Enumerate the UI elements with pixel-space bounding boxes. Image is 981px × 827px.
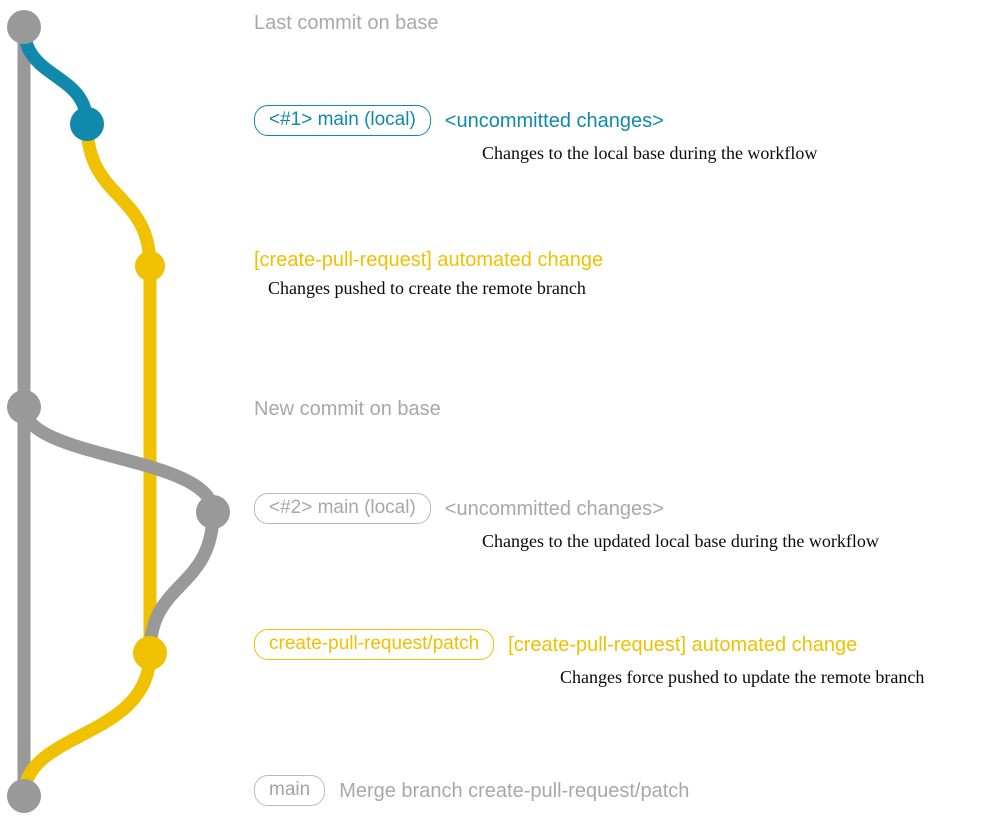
commit-description-commit-3: Changes to the updated local base during…: [482, 531, 879, 551]
commit-node-remote-1[interactable]: [135, 251, 165, 281]
commit-row-headline-line: <#2> main (local) <uncommitted changes>: [254, 493, 879, 524]
commit-node-base-new[interactable]: [7, 390, 41, 424]
branch-tag-main[interactable]: main: [254, 775, 326, 806]
commit-row-headline-line: New commit on base: [254, 398, 441, 420]
commit-node-local-1[interactable]: [70, 107, 104, 141]
commit-row-headline-line: main Merge branch create-pull-request/pa…: [254, 775, 689, 806]
commit-row-new-commit-on-base: New commit on base: [254, 398, 441, 420]
branch-tag-main-local-2[interactable]: <#2> main (local): [254, 493, 431, 524]
commit-row-commit-1: <#1> main (local) <uncommitted changes> …: [254, 105, 817, 163]
commit-row-headline-line: <#1> main (local) <uncommitted changes>: [254, 105, 817, 136]
commit-node-merge[interactable]: [7, 779, 41, 813]
commit-description-commit-4: Changes force pushed to update the remot…: [560, 667, 925, 687]
commit-row-commit-3: <#2> main (local) <uncommitted changes> …: [254, 493, 879, 551]
commit-row-commit-5: main Merge branch create-pull-request/pa…: [254, 775, 689, 806]
commit-message-commit-5: Merge branch create-pull-request/patch: [339, 779, 690, 802]
commit-row-commit-4: create-pull-request/patch [create-pull-r…: [254, 629, 924, 687]
commit-description-commit-1: Changes to the local base during the wor…: [482, 143, 818, 163]
commit-row-headline-line: Last commit on base: [254, 12, 439, 34]
commit-message-commit-4: [create-pull-request] automated change: [508, 633, 858, 656]
commit-message-commit-1: <uncommitted changes>: [444, 109, 664, 132]
commit-message-new-commit-on-base: New commit on base: [254, 398, 441, 420]
commit-description-commit-2: Changes pushed to create the remote bran…: [268, 278, 586, 298]
commit-node-local-2[interactable]: [196, 495, 230, 529]
commit-message-commit-2: [create-pull-request] automated change: [254, 249, 604, 271]
branch-tag-create-pull-request-patch[interactable]: create-pull-request/patch: [254, 629, 495, 660]
commit-message-commit-3: <uncommitted changes>: [444, 497, 664, 520]
remote-merge-line: [17, 646, 157, 803]
commit-row-headline-line: [create-pull-request] automated change: [254, 249, 603, 271]
commit-row-last-commit-on-base: Last commit on base: [254, 12, 439, 34]
local-branch-2-line: [17, 400, 220, 519]
commit-message-last-commit-on-base: Last commit on base: [254, 12, 439, 34]
commit-node-remote-2[interactable]: [133, 636, 167, 670]
commit-node-base-head[interactable]: [7, 10, 41, 44]
branch-tag-main-local-1[interactable]: <#1> main (local): [254, 105, 431, 136]
commit-row-commit-2: [create-pull-request] automated change C…: [254, 249, 603, 298]
local-2-to-remote-line: [143, 505, 220, 660]
commit-row-headline-line: create-pull-request/patch [create-pull-r…: [254, 629, 924, 660]
